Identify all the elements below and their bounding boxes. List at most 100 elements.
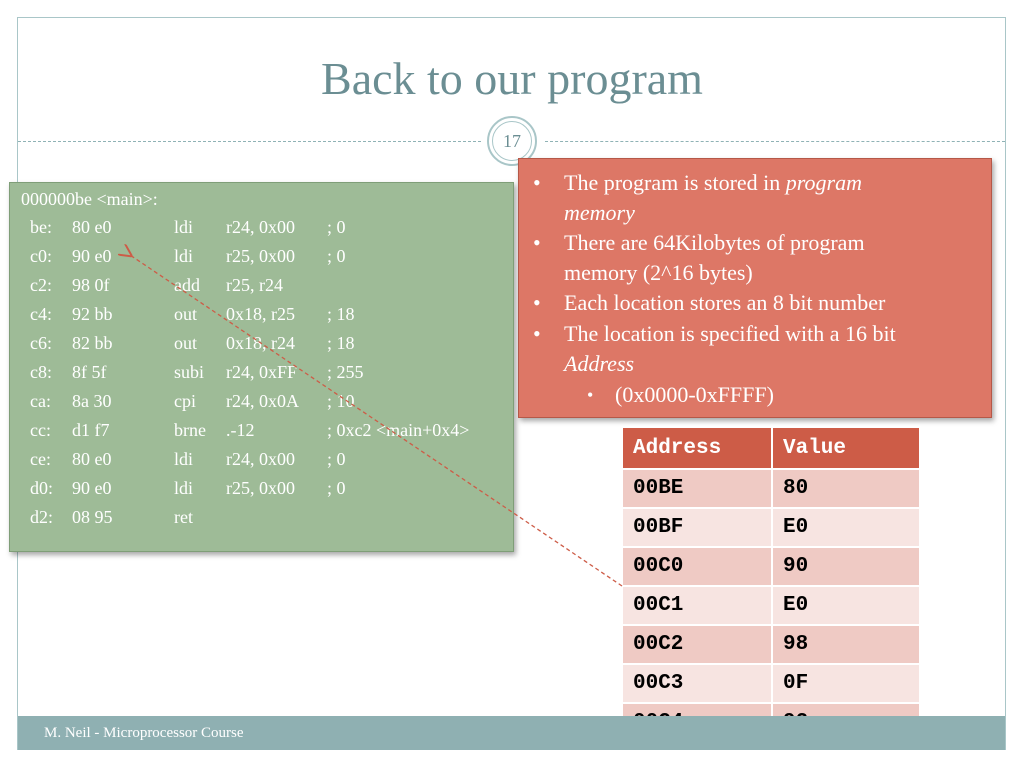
pointer-arrow-line bbox=[130, 255, 623, 587]
code-address: c4: bbox=[30, 304, 52, 324]
code-comment: ; 0 bbox=[327, 449, 346, 469]
code-opcode: cpi bbox=[174, 391, 196, 411]
code-bytes: d1 f7 bbox=[72, 420, 110, 440]
code-comment: ; 0xc2 <main+0x4> bbox=[327, 420, 470, 440]
code-opcode: add bbox=[174, 275, 200, 295]
title-divider-left bbox=[18, 141, 481, 142]
value-cell: 98 bbox=[771, 624, 921, 665]
address-cell: 00C0 bbox=[621, 546, 773, 587]
code-opcode: ldi bbox=[174, 449, 194, 469]
code-bytes: 92 bb bbox=[72, 304, 113, 324]
bullet-4-text-cont: Address bbox=[564, 351, 635, 376]
address-cell: 00C1 bbox=[621, 585, 773, 626]
code-opcode: ldi bbox=[174, 217, 194, 237]
code-operands: 0x18, r25 bbox=[226, 304, 295, 324]
code-address: cc: bbox=[30, 420, 51, 440]
code-line: cc: d1 f7 brne .-12 ; 0xc2 <main+0x4> bbox=[10, 420, 515, 449]
code-bytes: 80 e0 bbox=[72, 449, 112, 469]
code-operands: r25, 0x00 bbox=[226, 478, 295, 498]
code-opcode: ret bbox=[174, 507, 193, 527]
code-operands: r25, 0x00 bbox=[226, 246, 295, 266]
code-line: d2: 08 95 ret bbox=[10, 507, 515, 536]
sub-bullet-marker: • bbox=[587, 385, 594, 405]
code-operands: r24, 0x00 bbox=[226, 217, 295, 237]
slide-number-badge: 17 bbox=[487, 116, 537, 166]
code-opcode: ldi bbox=[174, 478, 194, 498]
bullet-marker: • bbox=[533, 170, 541, 195]
code-address: be: bbox=[30, 217, 52, 237]
code-operands: r24, 0xFF bbox=[226, 362, 298, 382]
code-bytes: 08 95 bbox=[72, 507, 113, 527]
address-cell: 00BF bbox=[621, 507, 773, 548]
column-header-value: Value bbox=[771, 426, 921, 470]
code-bytes: 80 e0 bbox=[72, 217, 112, 237]
code-address: c2: bbox=[30, 275, 52, 295]
code-operands: r24, 0x00 bbox=[226, 449, 295, 469]
bullet-marker: • bbox=[533, 321, 541, 346]
address-cell: 00C3 bbox=[621, 663, 773, 704]
code-bytes: 98 0f bbox=[72, 275, 110, 295]
value-cell: 80 bbox=[771, 468, 921, 509]
code-opcode: out bbox=[174, 333, 198, 353]
code-bytes: 8a 30 bbox=[72, 391, 112, 411]
bullet-2-text-cont: memory (2^16 bytes) bbox=[564, 260, 753, 285]
code-bytes: 8f 5f bbox=[72, 362, 107, 382]
code-opcode: brne bbox=[174, 420, 206, 440]
code-opcode: subi bbox=[174, 362, 205, 382]
value-cell: 90 bbox=[771, 546, 921, 587]
code-address: d2: bbox=[30, 507, 54, 527]
code-address: c8: bbox=[30, 362, 52, 382]
value-cell: E0 bbox=[771, 507, 921, 548]
code-comment: ; 18 bbox=[327, 304, 355, 324]
bullet-1-text: The program is stored in program bbox=[564, 170, 862, 195]
code-comment: ; 255 bbox=[327, 362, 364, 382]
code-bytes: 82 bb bbox=[72, 333, 113, 353]
code-line: ca: 8a 30 cpi r24, 0x0A ; 10 bbox=[10, 391, 515, 420]
code-address: ca: bbox=[30, 391, 51, 411]
code-comment: ; 10 bbox=[327, 391, 355, 411]
code-line: c8: 8f 5f subi r24, 0xFF ; 255 bbox=[10, 362, 515, 391]
code-line: c4: 92 bb out 0x18, r25 ; 18 bbox=[10, 304, 515, 333]
column-header-address: Address bbox=[621, 426, 773, 470]
code-operands: .-12 bbox=[226, 420, 255, 440]
code-address: d0: bbox=[30, 478, 54, 498]
code-bytes: 90 e0 bbox=[72, 246, 112, 266]
disassembly-box: 000000be <main>: be: 80 e0 ldi r24, 0x00 ; 0… bbox=[9, 182, 514, 552]
slide-title: Back to our program bbox=[321, 53, 703, 104]
code-address: c0: bbox=[30, 246, 52, 266]
bullet-1-text-cont: memory bbox=[564, 200, 635, 225]
code-bytes: 90 e0 bbox=[72, 478, 112, 498]
bullet-marker: • bbox=[533, 290, 541, 315]
code-line: d0: 90 e0 ldi r25, 0x00 ; 0 bbox=[10, 478, 515, 507]
footer-bar: M. Neil - Microprocessor Course bbox=[18, 716, 1005, 750]
code-comment: ; 0 bbox=[327, 478, 346, 498]
code-opcode: out bbox=[174, 304, 198, 324]
table-header-row: Address Value bbox=[621, 426, 921, 470]
footer-text: M. Neil - Microprocessor Course bbox=[44, 725, 244, 741]
code-address: ce: bbox=[30, 449, 51, 469]
code-address: c6: bbox=[30, 333, 52, 353]
value-cell: 0F bbox=[771, 663, 921, 704]
title-divider-right bbox=[545, 141, 1005, 142]
code-line: ce: 80 e0 ldi r24, 0x00 ; 0 bbox=[10, 449, 515, 478]
sub-bullet-text: (0x0000-0xFFFF) bbox=[615, 382, 774, 407]
address-cell: 00BE bbox=[621, 468, 773, 509]
bullet-4-text: The location is specified with a 16 bit bbox=[564, 321, 896, 346]
code-opcode: ldi bbox=[174, 246, 194, 266]
bullet-box: • The program is stored in program memor… bbox=[518, 158, 992, 418]
code-comment: ; 0 bbox=[327, 217, 346, 237]
code-comment: ; 18 bbox=[327, 333, 355, 353]
bullet-3-text: Each location stores an 8 bit number bbox=[564, 290, 886, 315]
address-cell: 00C2 bbox=[621, 624, 773, 665]
code-operands: r24, 0x0A bbox=[226, 391, 299, 411]
disassembly-header: 000000be <main>: bbox=[21, 189, 158, 209]
